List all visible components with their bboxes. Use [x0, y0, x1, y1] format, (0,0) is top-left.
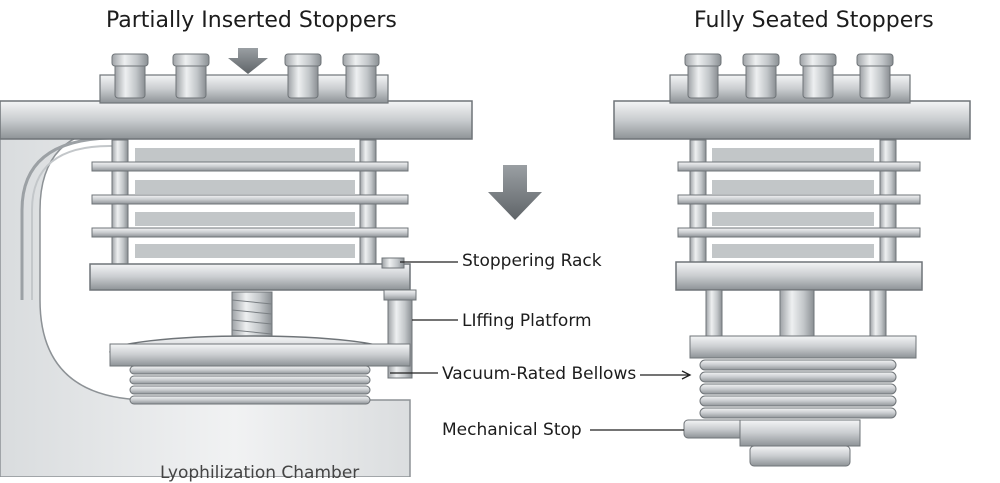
label-lifting-platform: LIffing Platform	[462, 311, 592, 331]
vial-rows-right	[712, 148, 874, 258]
label-vacuum-bellows: Vacuum-Rated Bellows	[442, 364, 637, 384]
title-partially-inserted: Partially Inserted Stoppers	[106, 8, 397, 33]
right-assembly	[613, 53, 971, 467]
label-mechanical-stop: Mechanical Stop	[442, 420, 582, 440]
title-fully-seated: Fully Seated Stoppers	[694, 8, 934, 33]
vacuum-bellows-left	[129, 365, 371, 405]
callout-leaders	[390, 261, 692, 431]
label-chamber: Lyophilization Chamber	[160, 463, 360, 483]
left-assembly	[0, 48, 473, 477]
vial-rows-left	[135, 148, 355, 258]
mechanical-stop	[683, 419, 745, 439]
down-arrow-icon	[488, 165, 542, 220]
top-stoppers-right	[684, 53, 894, 99]
top-shelf-left	[0, 100, 473, 140]
down-arrow-icon	[228, 48, 268, 74]
label-stoppering-rack: Stoppering Rack	[462, 251, 602, 271]
vacuum-bellows-right	[699, 359, 897, 419]
stoppering-rack-plate-right	[675, 261, 923, 291]
stoppering-rack-plate	[89, 263, 411, 291]
top-shelf-right	[613, 100, 971, 140]
top-stoppers-left	[111, 53, 380, 99]
